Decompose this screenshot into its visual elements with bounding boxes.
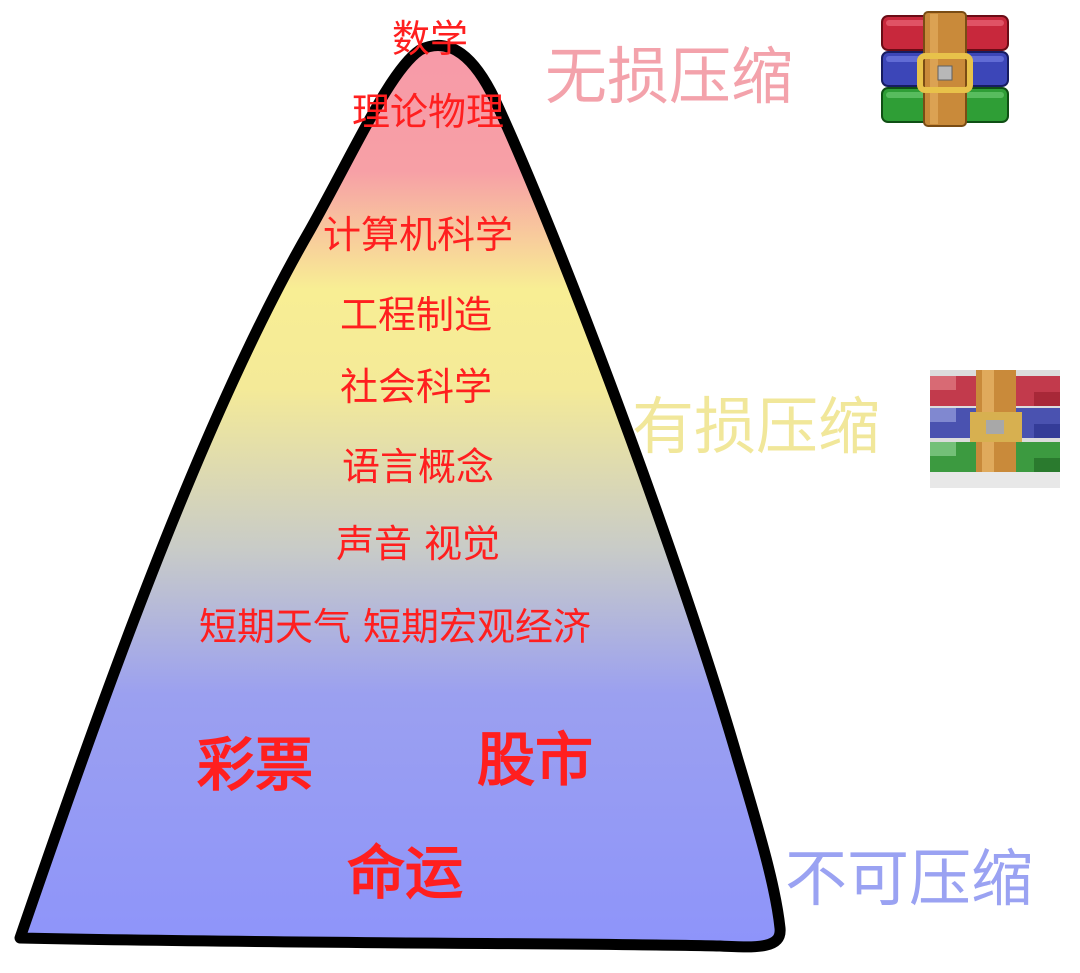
side-label-lossless: 无损压缩 [545,40,793,113]
label-lottery: 彩票 [197,731,313,799]
label-theoretical-physics: 理论物理 [352,90,504,134]
label-engineering: 工程制造 [340,293,492,337]
label-stock-market: 股市 [477,726,593,794]
archive-books-icon [881,11,1009,127]
label-language-concepts: 语言概念 [342,445,494,489]
side-label-lossy: 有损压缩 [632,390,880,463]
label-sound-vision: 声音 视觉 [336,522,500,566]
label-math: 数学 [392,17,468,61]
side-label-incompressible: 不可压缩 [785,842,1033,915]
label-short-term-weather-economy: 短期天气 短期宏观经济 [199,605,591,649]
label-computer-science: 计算机科学 [323,213,513,257]
pixelated-archive-books-icon [930,370,1060,488]
label-fate: 命运 [347,839,463,907]
label-social-science: 社会科学 [340,365,492,409]
mountain-shape [14,39,786,953]
